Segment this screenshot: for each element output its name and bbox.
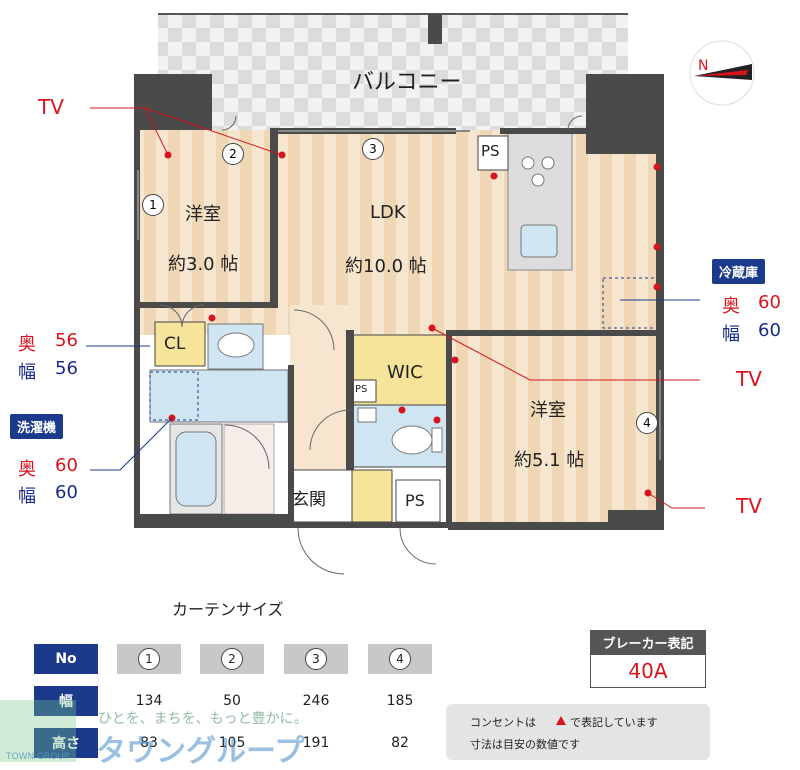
watermark-slogan: ひとを、まちを、もっと豊かに。 bbox=[98, 711, 308, 727]
notes-box bbox=[446, 704, 710, 760]
curtain-width-1: 134 bbox=[135, 693, 163, 709]
curtain-header-4: 4 bbox=[368, 644, 432, 674]
room-ldk-size: 約10.0 帖 bbox=[345, 256, 427, 277]
closet-depth: 56 bbox=[55, 330, 78, 351]
curtain-height-4: 82 bbox=[391, 735, 409, 751]
curtain-height-3: 191 bbox=[302, 735, 330, 751]
outlet-legend-icon bbox=[556, 716, 566, 725]
breaker-title: ブレーカー表記 bbox=[590, 630, 706, 654]
curtain-row-width-label: 幅 bbox=[34, 686, 98, 716]
refrigerator-depth: 60 bbox=[758, 292, 781, 313]
walls bbox=[134, 14, 664, 530]
closet-width: 56 bbox=[55, 358, 78, 379]
refrigerator-width: 60 bbox=[758, 320, 781, 341]
tv-label-1: TV bbox=[38, 95, 64, 119]
room-western2-size: 約5.1 帖 bbox=[514, 450, 585, 471]
ps-label-bottom: PS bbox=[405, 491, 425, 510]
tv-label-3: TV bbox=[736, 494, 762, 518]
watermark-name: タウングループ bbox=[96, 734, 305, 769]
doors bbox=[159, 115, 583, 575]
curtain-width-2: 50 bbox=[223, 693, 241, 709]
washer-depth: 60 bbox=[55, 455, 78, 476]
curtain-header-1: 1 bbox=[117, 644, 181, 674]
washer-depth-label: 奥 bbox=[18, 459, 36, 480]
ps-label-top: PS bbox=[481, 142, 500, 160]
hall-floor bbox=[290, 305, 352, 470]
svg-text:N: N bbox=[698, 58, 708, 74]
tv-leader-lines bbox=[90, 107, 705, 509]
outlet-markers bbox=[164, 151, 661, 497]
curtain-header-3: 3 bbox=[284, 644, 348, 674]
curtain-height-2: 105 bbox=[218, 735, 246, 751]
ps-label-small: PS bbox=[355, 384, 368, 395]
compass: N bbox=[689, 40, 755, 106]
balcony-area bbox=[158, 14, 628, 130]
refrigerator-depth-label: 奥 bbox=[722, 296, 740, 317]
curtain-header-2: 2 bbox=[200, 644, 264, 674]
spec-leader-lines bbox=[86, 299, 700, 471]
balcony-label: バルコニー bbox=[352, 70, 462, 95]
western1-floor bbox=[138, 130, 276, 305]
room-western1-size: 約3.0 帖 bbox=[168, 254, 239, 275]
closet-depth-label: 奥 bbox=[18, 334, 36, 355]
closet-box bbox=[154, 321, 206, 367]
windows bbox=[137, 130, 661, 460]
notes-line1-a: コンセントは bbox=[470, 716, 536, 729]
curtain-width-3: 246 bbox=[302, 693, 330, 709]
curtain-width-4: 185 bbox=[386, 693, 414, 709]
washer-width-label: 幅 bbox=[18, 486, 36, 507]
room-genkan: 玄関 bbox=[292, 490, 326, 510]
room-wic: WIC bbox=[387, 362, 423, 383]
refrigerator-width-label: 幅 bbox=[722, 324, 740, 345]
tv-label-2: TV bbox=[736, 367, 762, 391]
breaker-value: 40A bbox=[590, 654, 706, 688]
room-cl: CL bbox=[164, 334, 186, 354]
refrigerator-tag: 冷蔵庫 bbox=[712, 259, 766, 284]
curtain-height-1: 83 bbox=[140, 735, 158, 751]
curtain-title: カーテンサイズ bbox=[172, 600, 284, 619]
ps-box-top bbox=[477, 135, 509, 171]
notes-line1-b: で表記しています bbox=[570, 716, 658, 729]
washer-tag: 洗濯機 bbox=[10, 414, 64, 439]
window-marker-3: 3 bbox=[362, 138, 384, 160]
window-marker-2: 2 bbox=[222, 143, 244, 165]
washroom bbox=[149, 369, 289, 423]
room-ldk-name: LDK bbox=[370, 202, 406, 223]
watermark-logo bbox=[0, 700, 76, 762]
notes-line2: 寸法は目安の数値です bbox=[470, 738, 580, 751]
window-marker-4: 4 bbox=[636, 412, 658, 434]
shoe-cabinet bbox=[351, 469, 393, 523]
curtain-header-no: No bbox=[34, 644, 98, 674]
entrance-area bbox=[289, 469, 353, 523]
ps-box-bottom bbox=[395, 479, 441, 523]
window-marker-1: 1 bbox=[142, 194, 164, 216]
western2-floor bbox=[450, 335, 660, 525]
room-western2-name: 洋室 bbox=[530, 400, 566, 421]
washer-width: 60 bbox=[55, 482, 78, 503]
closet-width-label: 幅 bbox=[18, 362, 36, 383]
bath-floor bbox=[223, 423, 275, 515]
curtain-row-height-label: 高さ bbox=[34, 728, 98, 758]
room-western1-name: 洋室 bbox=[185, 204, 221, 225]
watermark-small: TOWN GROUP bbox=[6, 752, 70, 762]
